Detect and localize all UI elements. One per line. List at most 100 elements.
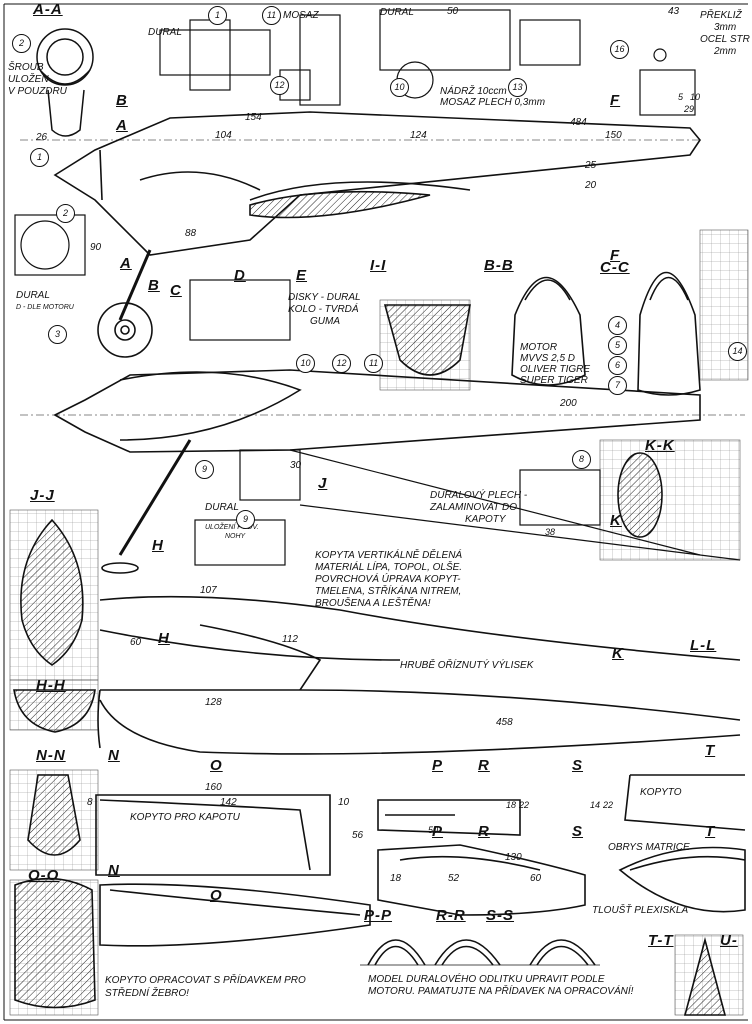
dim-22b: 22 bbox=[603, 800, 614, 810]
section-label-b-b: B-B bbox=[484, 257, 514, 274]
plywood-label-3: OCEL STR bbox=[700, 34, 750, 45]
callout-1: 1 bbox=[208, 6, 227, 25]
motor-label-2: MVVS 2,5 D bbox=[520, 353, 576, 364]
callout-8: 8 bbox=[572, 450, 591, 469]
dim-56: 56 bbox=[352, 830, 364, 841]
section-mark-f: F bbox=[610, 92, 621, 109]
section-mark-p-lower: P bbox=[432, 823, 444, 840]
section-label-h-h: H-H bbox=[36, 677, 66, 694]
section-mark-k: K bbox=[610, 512, 622, 529]
grid-panels bbox=[9, 229, 749, 1016]
callout-9-lower: 9 bbox=[236, 510, 255, 529]
section-label-l-l: L-L bbox=[690, 637, 717, 654]
section-mark-s-lower: S bbox=[572, 823, 584, 840]
plywood-label-2: 3mm bbox=[714, 22, 737, 33]
sections-p-r-s-drawing bbox=[360, 939, 600, 966]
section-label-s-s: S-S bbox=[486, 907, 515, 924]
top-detail-parts bbox=[14, 9, 696, 566]
section-k-k-drawing bbox=[617, 452, 663, 538]
section-mark-f-lower: F bbox=[610, 247, 621, 264]
section-label-o-o: O-O bbox=[28, 867, 60, 884]
dim-104: 104 bbox=[215, 130, 232, 141]
section-mark-p: P bbox=[432, 757, 444, 774]
dim-20: 20 bbox=[585, 180, 597, 191]
sheet-label-2: ZALAMINOVAT DO bbox=[430, 502, 518, 513]
callout-14: 14 bbox=[728, 342, 747, 361]
section-mark-a: A bbox=[116, 117, 128, 134]
dim-458: 458 bbox=[496, 717, 513, 728]
section-label-a-a: A-A bbox=[33, 1, 63, 18]
section-mark-n-lower: N bbox=[108, 862, 120, 879]
dim-154: 154 bbox=[245, 112, 262, 123]
section-mark-a-lower: A bbox=[120, 255, 132, 272]
dim-10b: 10 bbox=[690, 92, 701, 102]
model-note-line-1: MODEL DURALOVÉHO ODLITKU UPRAVIT PODLE bbox=[368, 974, 605, 985]
dim-130: 130 bbox=[505, 852, 522, 863]
section-mark-c: C bbox=[170, 282, 182, 299]
gear-mount-label-2: NOHY bbox=[225, 533, 246, 540]
dim-128: 128 bbox=[205, 697, 222, 708]
section-mark-r: R bbox=[478, 757, 490, 774]
sheet-label-3: KAPOTY bbox=[465, 514, 506, 525]
plywood-label: PŘEKLIŽ bbox=[700, 10, 742, 21]
section-a-a-drawing bbox=[36, 28, 94, 137]
callout-10-lower: 10 bbox=[296, 354, 315, 373]
callout-6: 6 bbox=[608, 356, 627, 375]
section-mark-t-lower: T bbox=[705, 823, 716, 840]
section-label-p-p: P-P bbox=[364, 907, 393, 924]
dim-60: 60 bbox=[130, 637, 142, 648]
section-mark-o-lower: O bbox=[210, 887, 223, 904]
dim-60b: 60 bbox=[530, 873, 542, 884]
discs-label: DISKY - DURAL bbox=[288, 292, 361, 303]
dim-5: 5 bbox=[678, 92, 684, 102]
rough-cut-label: HRUBĚ OŘÍZNUTÝ VÝLISEK bbox=[400, 660, 534, 671]
section-mark-r-lower: R bbox=[478, 823, 490, 840]
dim-8: 8 bbox=[87, 797, 93, 808]
dim-50: 50 bbox=[428, 825, 439, 835]
section-mark-h-lower: H bbox=[158, 630, 170, 647]
discs-label-3: GUMA bbox=[310, 316, 340, 327]
dim-50-top: 50 bbox=[447, 6, 459, 17]
dim-29: 29 bbox=[684, 104, 695, 114]
fuselage-side-view bbox=[20, 111, 701, 358]
section-label-j-j: J-J bbox=[30, 487, 55, 504]
dim-200: 200 bbox=[560, 398, 577, 409]
discs-label-2: KOLO - TVRDÁ bbox=[288, 304, 359, 315]
section-j-j-drawing bbox=[20, 518, 84, 666]
dim-43: 43 bbox=[668, 6, 680, 17]
callout-2: 2 bbox=[12, 34, 31, 53]
gear-mount-label: ULOŽENÍ PODV. bbox=[205, 524, 259, 531]
dim-18b: 18 bbox=[506, 800, 517, 810]
callout-13: 13 bbox=[508, 78, 527, 97]
dim-10: 10 bbox=[338, 797, 350, 808]
callout-11-lower: 11 bbox=[364, 354, 383, 373]
dim-124: 124 bbox=[410, 130, 427, 141]
section-label-k-k: K-K bbox=[645, 437, 675, 454]
plexi-thickness-label: TLOUŠŤ PLEXISKLA bbox=[592, 905, 689, 916]
dural-label-2: DURAL bbox=[380, 7, 414, 18]
callout-11: 11 bbox=[262, 6, 281, 25]
fuselage-top-view bbox=[20, 369, 745, 574]
callout-1-lower: 1 bbox=[30, 148, 49, 167]
matrix-outline-label: OBRYS MATRICE bbox=[608, 842, 690, 853]
dim-107: 107 bbox=[200, 585, 217, 596]
dim-22: 22 bbox=[519, 800, 530, 810]
motor-label-4: SUPER TIGER bbox=[520, 375, 588, 386]
dural-label-4: DURAL bbox=[205, 502, 239, 513]
screw-label-2: ULOŽEN bbox=[8, 74, 49, 85]
model-note-line-2: MOTORU. PAMATUJTE NA PŘÍDAVEK NA OPRACOV… bbox=[368, 986, 634, 997]
dim-112: 112 bbox=[282, 634, 298, 645]
callout-5: 5 bbox=[608, 336, 627, 355]
section-mark-t: T bbox=[705, 742, 716, 759]
note-line-4: TMELENA, STŘÍKÁNA NITREM, bbox=[315, 586, 462, 597]
dim-150: 150 bbox=[605, 130, 622, 141]
canopy-sections bbox=[383, 271, 701, 396]
section-mark-e: E bbox=[296, 267, 308, 284]
dim-52: 52 bbox=[448, 873, 460, 884]
section-label-r-r: R-R bbox=[436, 907, 466, 924]
dim-26: 26 bbox=[36, 132, 48, 143]
section-h-h-drawing bbox=[13, 689, 96, 733]
note-line-2: MATERIÁL LÍPA, TOPOL, OLŠE. bbox=[315, 562, 463, 573]
section-n-n-drawing bbox=[27, 774, 81, 856]
